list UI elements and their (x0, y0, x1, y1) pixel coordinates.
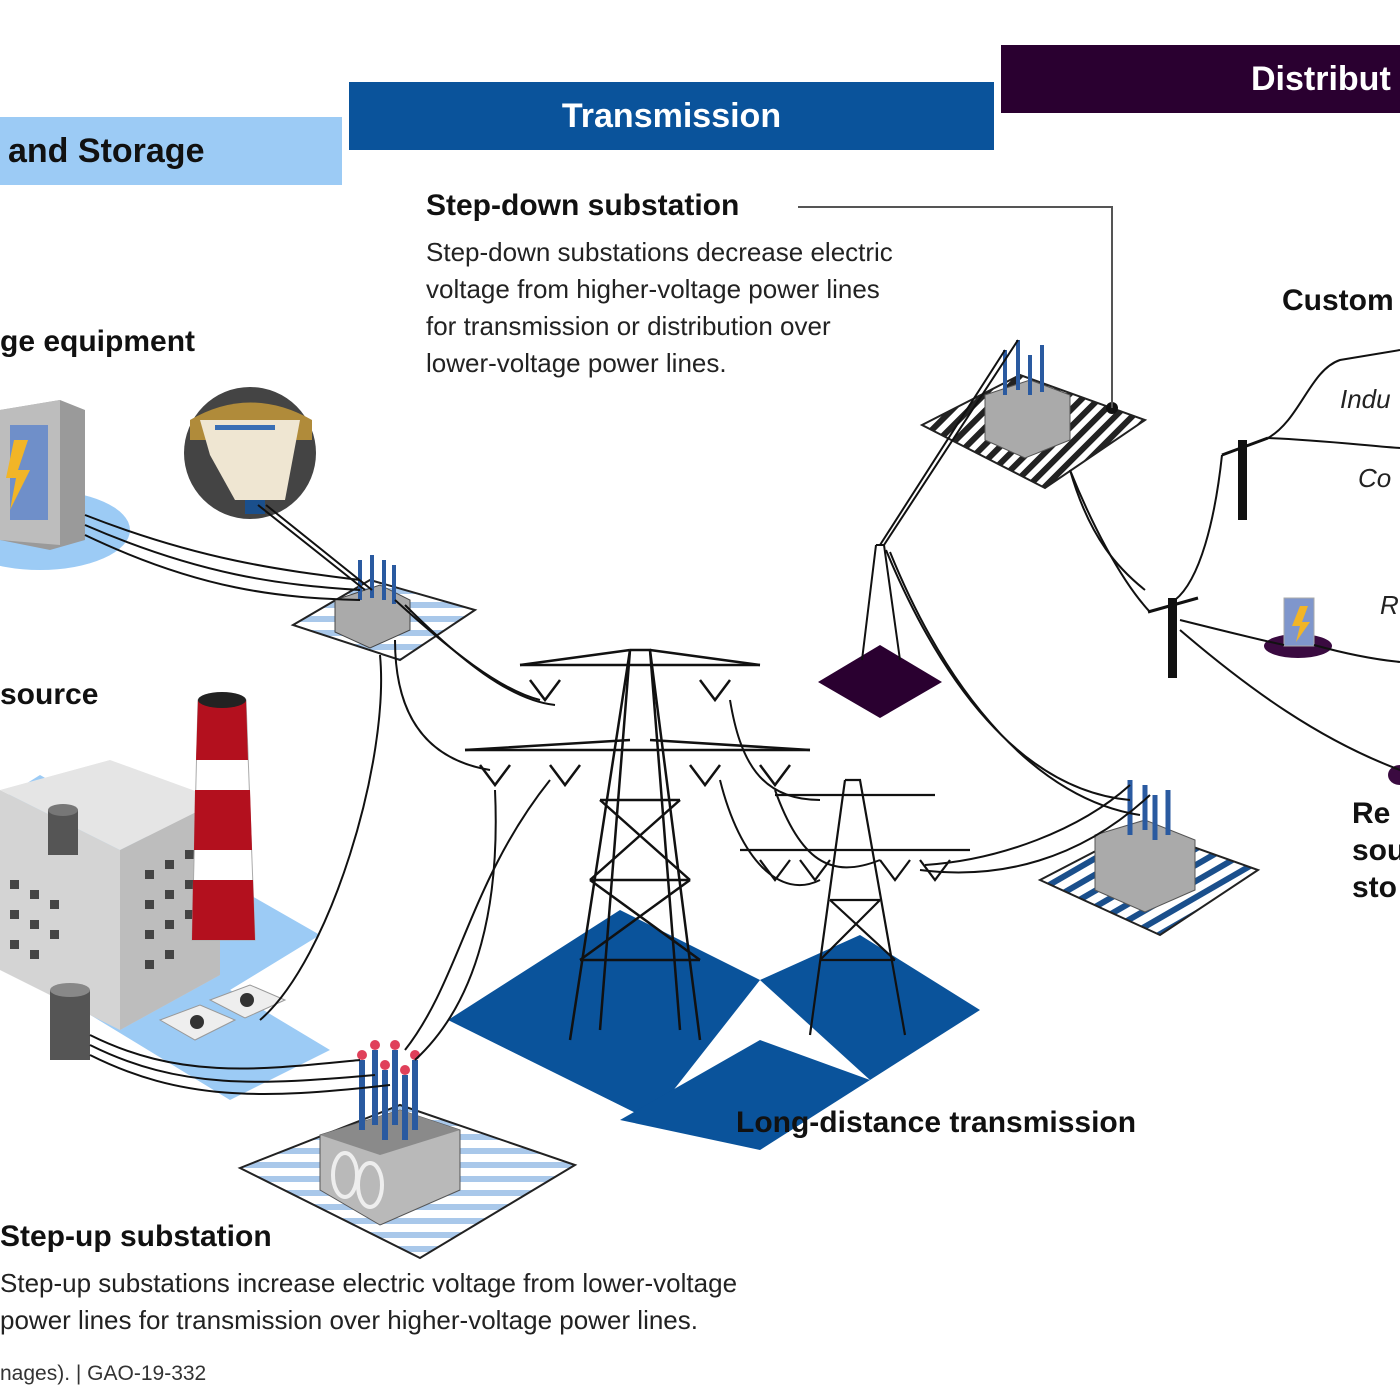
step-up-desc-line: power lines for transmission over higher… (0, 1305, 698, 1335)
step-down-desc-line: for transmission or distribution over (426, 311, 831, 341)
step-down-desc-line: Step-down substations decrease electric (426, 237, 893, 267)
generation-storage-band: and Storage (0, 117, 342, 185)
transmission-tower-small (740, 778, 970, 1036)
distribution-band-label: Distribut (1251, 59, 1391, 98)
source-note: nages). | GAO-19-332 (0, 1362, 207, 1385)
renewable-label-line: sou (1352, 834, 1400, 867)
step-up-description: Step-up substations increase electric vo… (0, 1265, 737, 1339)
tower-base-large (448, 910, 760, 1120)
industrial-label: Indu (1340, 384, 1391, 414)
customers-label: Custom (1282, 284, 1394, 317)
commercial-label: Co (1358, 463, 1392, 493)
hydro-dam-icon (184, 387, 316, 519)
transmission-band: Transmission (349, 82, 994, 150)
generation-source-label: source (0, 678, 99, 711)
utility-pole-lower (1168, 598, 1177, 678)
step-down-callout-line (798, 206, 1113, 408)
generation-band-label: and Storage (8, 131, 205, 170)
home-battery-icon (1264, 597, 1332, 658)
distribution-band: Distribut (1001, 45, 1400, 113)
residential-label: R (1380, 590, 1399, 620)
distribution-substation-icon (1037, 780, 1261, 937)
transmission-tower-large (464, 648, 811, 1041)
transmission-band-label: Transmission (561, 96, 782, 135)
step-down-description: Step-down substations decrease electric … (426, 234, 893, 382)
power-lines (84, 339, 1400, 1095)
utility-pole-upper (1238, 440, 1247, 520)
long-distance-transmission-label: Long-distance transmission (736, 1106, 1137, 1139)
step-down-desc-line: voltage from higher-voltage power lines (426, 274, 880, 304)
renewable-node (1388, 765, 1400, 785)
renewable-label: Re sou sto (1352, 795, 1400, 906)
power-plant-icon (0, 692, 330, 1100)
battery-storage-icon (0, 400, 130, 570)
storage-equipment-label: ge equipment (0, 325, 196, 358)
step-down-desc-line: lower-voltage power lines. (426, 348, 727, 378)
step-down-title: Step-down substation (426, 189, 740, 222)
tower-base-small (760, 935, 980, 1080)
step-up-desc-line: Step-up substations increase electric vo… (0, 1268, 738, 1298)
renewable-label-line: sto (1352, 871, 1397, 904)
step-up-title: Step-up substation (0, 1220, 272, 1253)
distribution-tower (818, 544, 942, 718)
renewable-label-line: Re (1352, 797, 1391, 830)
step-up-substation-icon (237, 1040, 578, 1260)
